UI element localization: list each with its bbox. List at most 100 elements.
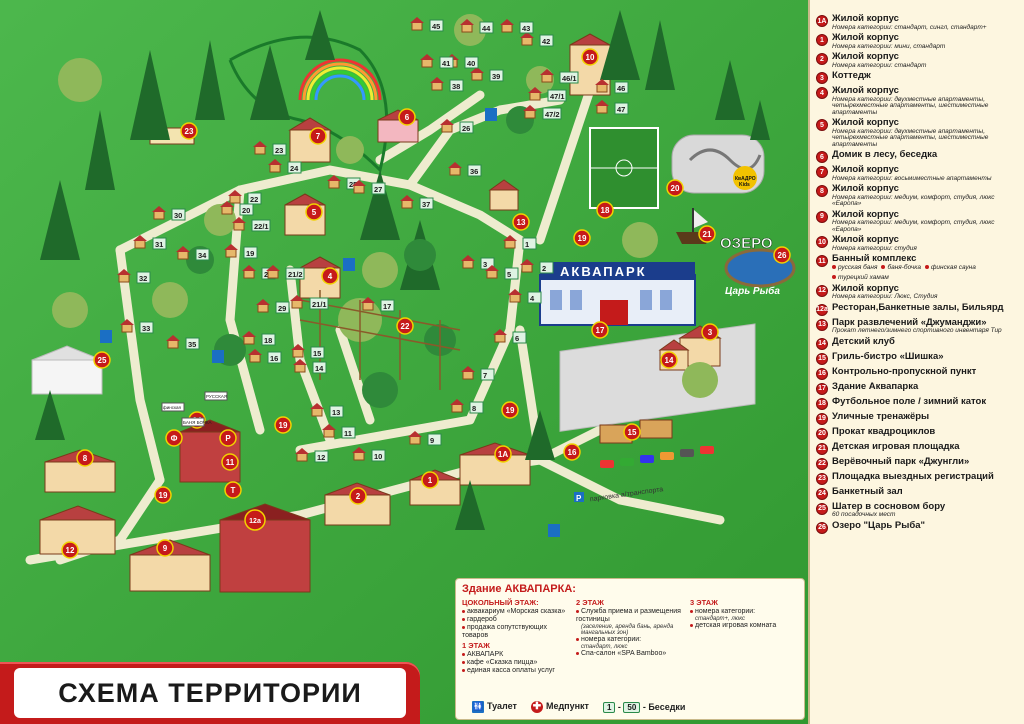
gazebo-marker[interactable]: 45 (410, 17, 444, 32)
gazebo-marker[interactable]: 43 (500, 19, 534, 34)
gazebo-marker[interactable]: 6 (493, 329, 527, 344)
gazebo-marker[interactable]: 16 (248, 349, 282, 364)
gazebo-marker[interactable]: 25 (327, 175, 361, 190)
gazebo-label: 17 (383, 302, 391, 311)
toilet-icon[interactable] (343, 258, 355, 271)
gazebo-marker[interactable]: 19 (224, 244, 258, 259)
gazebo-marker[interactable]: 21/2 (266, 265, 305, 280)
gazebo-marker[interactable]: 1 (503, 235, 537, 250)
gazebo-marker[interactable]: 44 (460, 19, 494, 34)
gazebo-marker[interactable]: 30 (152, 206, 186, 221)
building-marker[interactable]: 13 (512, 213, 530, 231)
gazebo-marker[interactable]: 33 (120, 319, 154, 334)
gazebo-marker[interactable]: 14 (293, 359, 327, 374)
gazebo-marker[interactable]: 8 (450, 399, 484, 414)
gazebo-marker[interactable]: 11 (322, 424, 356, 439)
building-marker[interactable]: 25 (93, 351, 111, 369)
gazebo-marker[interactable]: 39 (470, 67, 504, 82)
gazebo-marker[interactable]: 7 (461, 366, 495, 381)
toilet-icon[interactable] (212, 350, 224, 363)
building-marker[interactable]: 2 (349, 487, 367, 505)
building-marker[interactable]: 6 (398, 108, 416, 126)
gazebo-marker[interactable]: 13 (310, 403, 344, 418)
gazebo-marker[interactable]: 37 (400, 195, 434, 210)
gazebo-marker[interactable]: 29 (256, 299, 290, 314)
building-marker[interactable]: 8 (76, 449, 94, 467)
gazebo-marker[interactable]: 47/2 (523, 105, 562, 120)
building-marker[interactable]: Ф (165, 429, 183, 447)
gazebo-marker[interactable]: 32 (117, 269, 151, 284)
gazebo-marker[interactable]: 34 (176, 246, 210, 261)
gazebo-marker[interactable]: 41 (420, 54, 454, 69)
building-marker[interactable]: 22 (396, 317, 414, 335)
gazebo-marker[interactable]: 35 (166, 335, 200, 350)
gazebo-marker[interactable]: 17 (361, 297, 395, 312)
building-marker[interactable]: 9 (156, 539, 174, 557)
gazebo-marker[interactable]: 22 (228, 190, 262, 205)
building-marker[interactable]: 16 (563, 443, 581, 461)
gazebo-marker[interactable]: 18 (242, 331, 276, 346)
building-marker[interactable]: Р (219, 429, 237, 447)
gazebo-marker[interactable]: 4 (508, 289, 542, 304)
building-marker[interactable]: 21 (698, 225, 716, 243)
legend-sub: Номера категории: стандарт (832, 61, 927, 69)
gazebo-marker[interactable]: 22/1 (232, 217, 271, 232)
gazebo-marker[interactable]: 47 (595, 100, 629, 115)
building-marker[interactable]: 4 (321, 267, 339, 285)
gazebo-marker[interactable]: 12 (295, 448, 329, 463)
gazebo-marker[interactable]: 3 (461, 255, 495, 270)
building-marker[interactable]: 19 (573, 229, 591, 247)
gazebo-label: 6 (515, 334, 519, 343)
gazebo-marker[interactable]: 42 (520, 32, 554, 47)
playground-marker[interactable]: 19 (501, 401, 519, 419)
gazebo-marker[interactable]: 10 (352, 447, 386, 462)
building-marker[interactable]: Т (224, 481, 242, 499)
playground-marker[interactable]: 19 (274, 416, 292, 434)
building-marker[interactable]: 12 (61, 541, 79, 559)
gazebo-label: 32 (139, 274, 147, 283)
gazebo-marker[interactable]: 24 (268, 159, 302, 174)
legend-sub: Номера категории: студия (832, 244, 917, 252)
gazebo-marker[interactable]: 47/1 (528, 87, 567, 102)
gazebo-marker[interactable]: 15 (291, 344, 325, 359)
gazebo-marker[interactable]: 9 (408, 431, 442, 446)
building-marker[interactable]: 10 (581, 48, 599, 66)
building-marker[interactable]: 23 (180, 122, 198, 140)
legend-badge: 24 (816, 487, 828, 500)
building-marker[interactable]: 7 (309, 127, 327, 145)
toilet-icon[interactable] (485, 108, 497, 121)
gazebo-marker[interactable]: 21/1 (290, 295, 329, 310)
toilet-icon[interactable] (100, 330, 112, 343)
building-marker[interactable]: 1 (421, 471, 439, 489)
gazebo-marker[interactable]: 27 (352, 180, 386, 195)
building-marker[interactable]: 14 (660, 351, 678, 369)
gazebo-marker[interactable]: 23 (253, 141, 287, 156)
gazebo-marker[interactable]: 31 (133, 235, 167, 250)
gazebo-marker[interactable]: 38 (430, 77, 464, 92)
building-marker[interactable]: 15 (623, 423, 641, 441)
legend-title: Банкетный зал (832, 485, 903, 497)
legend-title: Жилой корпус (832, 117, 899, 128)
building-marker[interactable]: 26 (773, 246, 791, 264)
building-marker[interactable]: 12а (244, 509, 266, 531)
gazebo-marker[interactable]: 20 (220, 201, 254, 216)
gazebo-marker[interactable]: 46/1 (540, 69, 579, 84)
building-marker[interactable]: 20 (666, 179, 684, 197)
building-marker[interactable]: 1А (494, 445, 512, 463)
gazebo-marker[interactable]: 26 (440, 119, 474, 134)
playground-marker[interactable]: 19 (154, 486, 172, 504)
building-marker[interactable]: 17 (591, 321, 609, 339)
gazebo-marker[interactable]: 2 (520, 259, 554, 274)
svg-text:19: 19 (506, 406, 515, 415)
building-marker[interactable]: 5 (305, 203, 323, 221)
list-note: стандарт, люкс (581, 644, 628, 651)
gazebo-marker[interactable]: 46 (595, 79, 629, 94)
building-marker[interactable]: 3 (701, 323, 719, 341)
gazebo-marker[interactable]: 5 (485, 265, 519, 280)
gazebo-marker[interactable]: 36 (448, 162, 482, 177)
toilet-icon[interactable] (548, 524, 560, 537)
building-marker[interactable]: 11 (221, 453, 239, 471)
building-marker[interactable]: 18 (596, 201, 614, 219)
legend-sub: Номера категории: мини, стандарт (832, 42, 946, 50)
sauna-sign (181, 417, 205, 427)
